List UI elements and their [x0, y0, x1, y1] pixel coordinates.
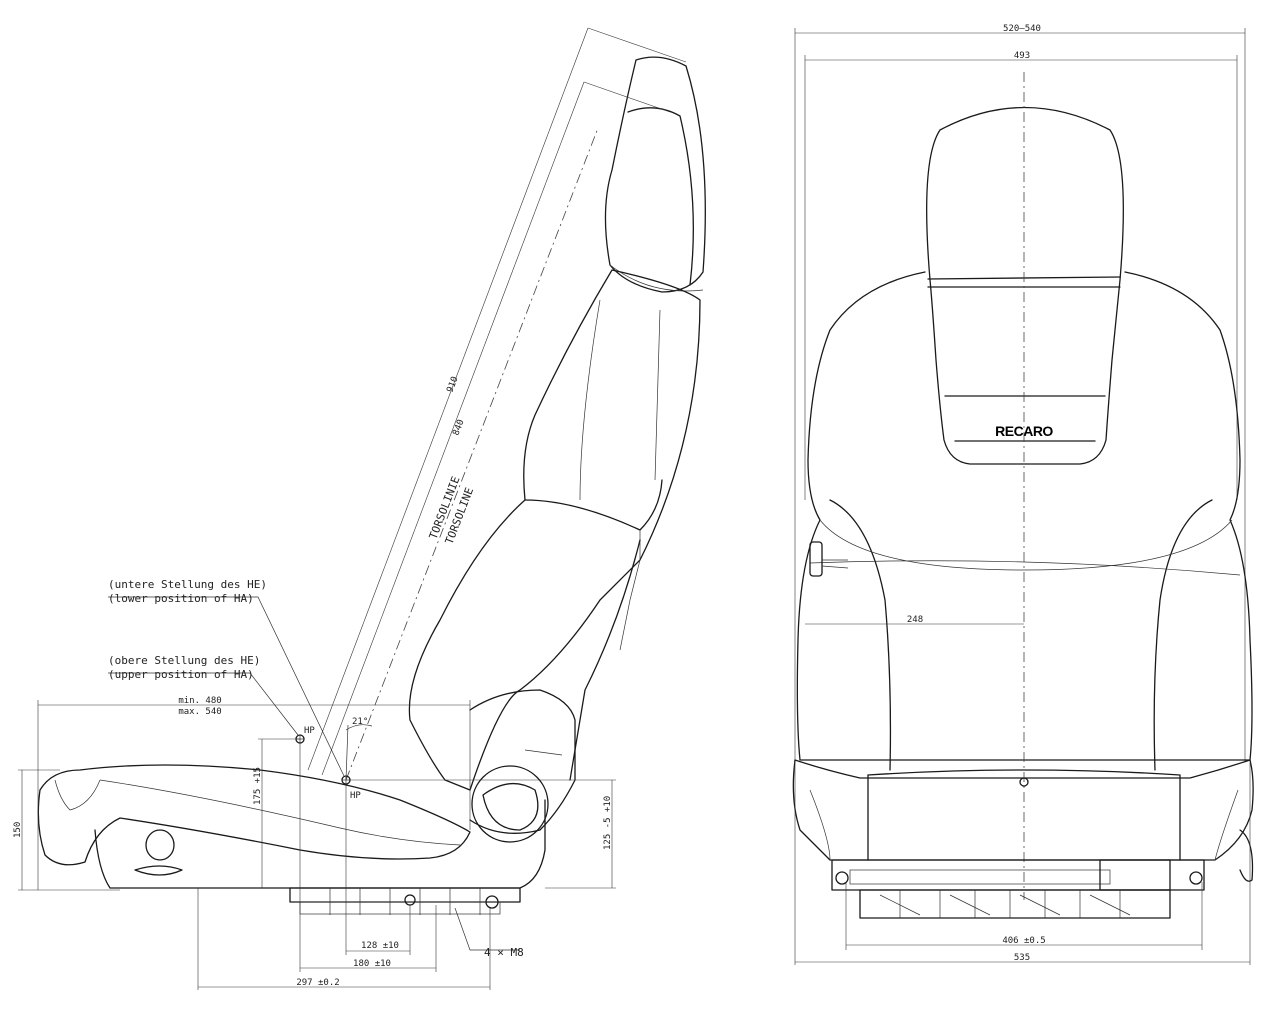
note-lower-en: (lower position of HA)	[108, 592, 254, 605]
dim-150: 150	[13, 822, 23, 838]
seat-rails-front	[831, 859, 1205, 919]
headrest-side	[604, 56, 706, 293]
bolt-callout: 4 × M8	[484, 946, 524, 959]
dim-125: 125 -5 +10	[603, 796, 613, 850]
note-upper-en: (upper position of HA)	[108, 668, 254, 681]
dim-180: 180 ±10	[353, 959, 391, 969]
dim-248: 248	[907, 615, 923, 625]
headrest-front	[926, 106, 1124, 465]
dim-175: 175 +15	[253, 767, 263, 805]
dim-520-540: 520–540	[1003, 24, 1041, 34]
backrest-side	[408, 269, 701, 791]
front-view: RECARO 5	[792, 24, 1254, 965]
torso-angle: 21°	[352, 717, 368, 727]
dim-910: 910	[445, 375, 460, 394]
dim-297: 297 ±0.2	[296, 978, 339, 988]
hp-lower-label: HP	[350, 791, 361, 801]
dim-840: 840	[451, 418, 466, 437]
dim-min-480: min. 480	[178, 696, 221, 706]
dim-406: 406 ±0.5	[1002, 936, 1045, 946]
dim-535: 535	[1014, 953, 1030, 963]
seat-cushion-front	[792, 759, 1254, 861]
backrest-front	[796, 271, 1253, 761]
recliner-pivot	[471, 765, 549, 843]
hp-upper-label: HP	[304, 726, 315, 736]
note-lower-de: (untere Stellung des HE)	[108, 578, 267, 591]
seat-cushion-side	[37, 764, 471, 866]
side-view: (untere Stellung des HE) (lower position…	[13, 27, 706, 990]
dim-128: 128 ±10	[361, 941, 399, 951]
seat-rails-side	[289, 887, 521, 915]
note-upper-de: (obere Stellung des HE)	[108, 654, 260, 667]
dim-493: 493	[1014, 51, 1030, 61]
dim-max-540: max. 540	[178, 707, 221, 717]
brand-logo: RECARO	[995, 423, 1053, 439]
